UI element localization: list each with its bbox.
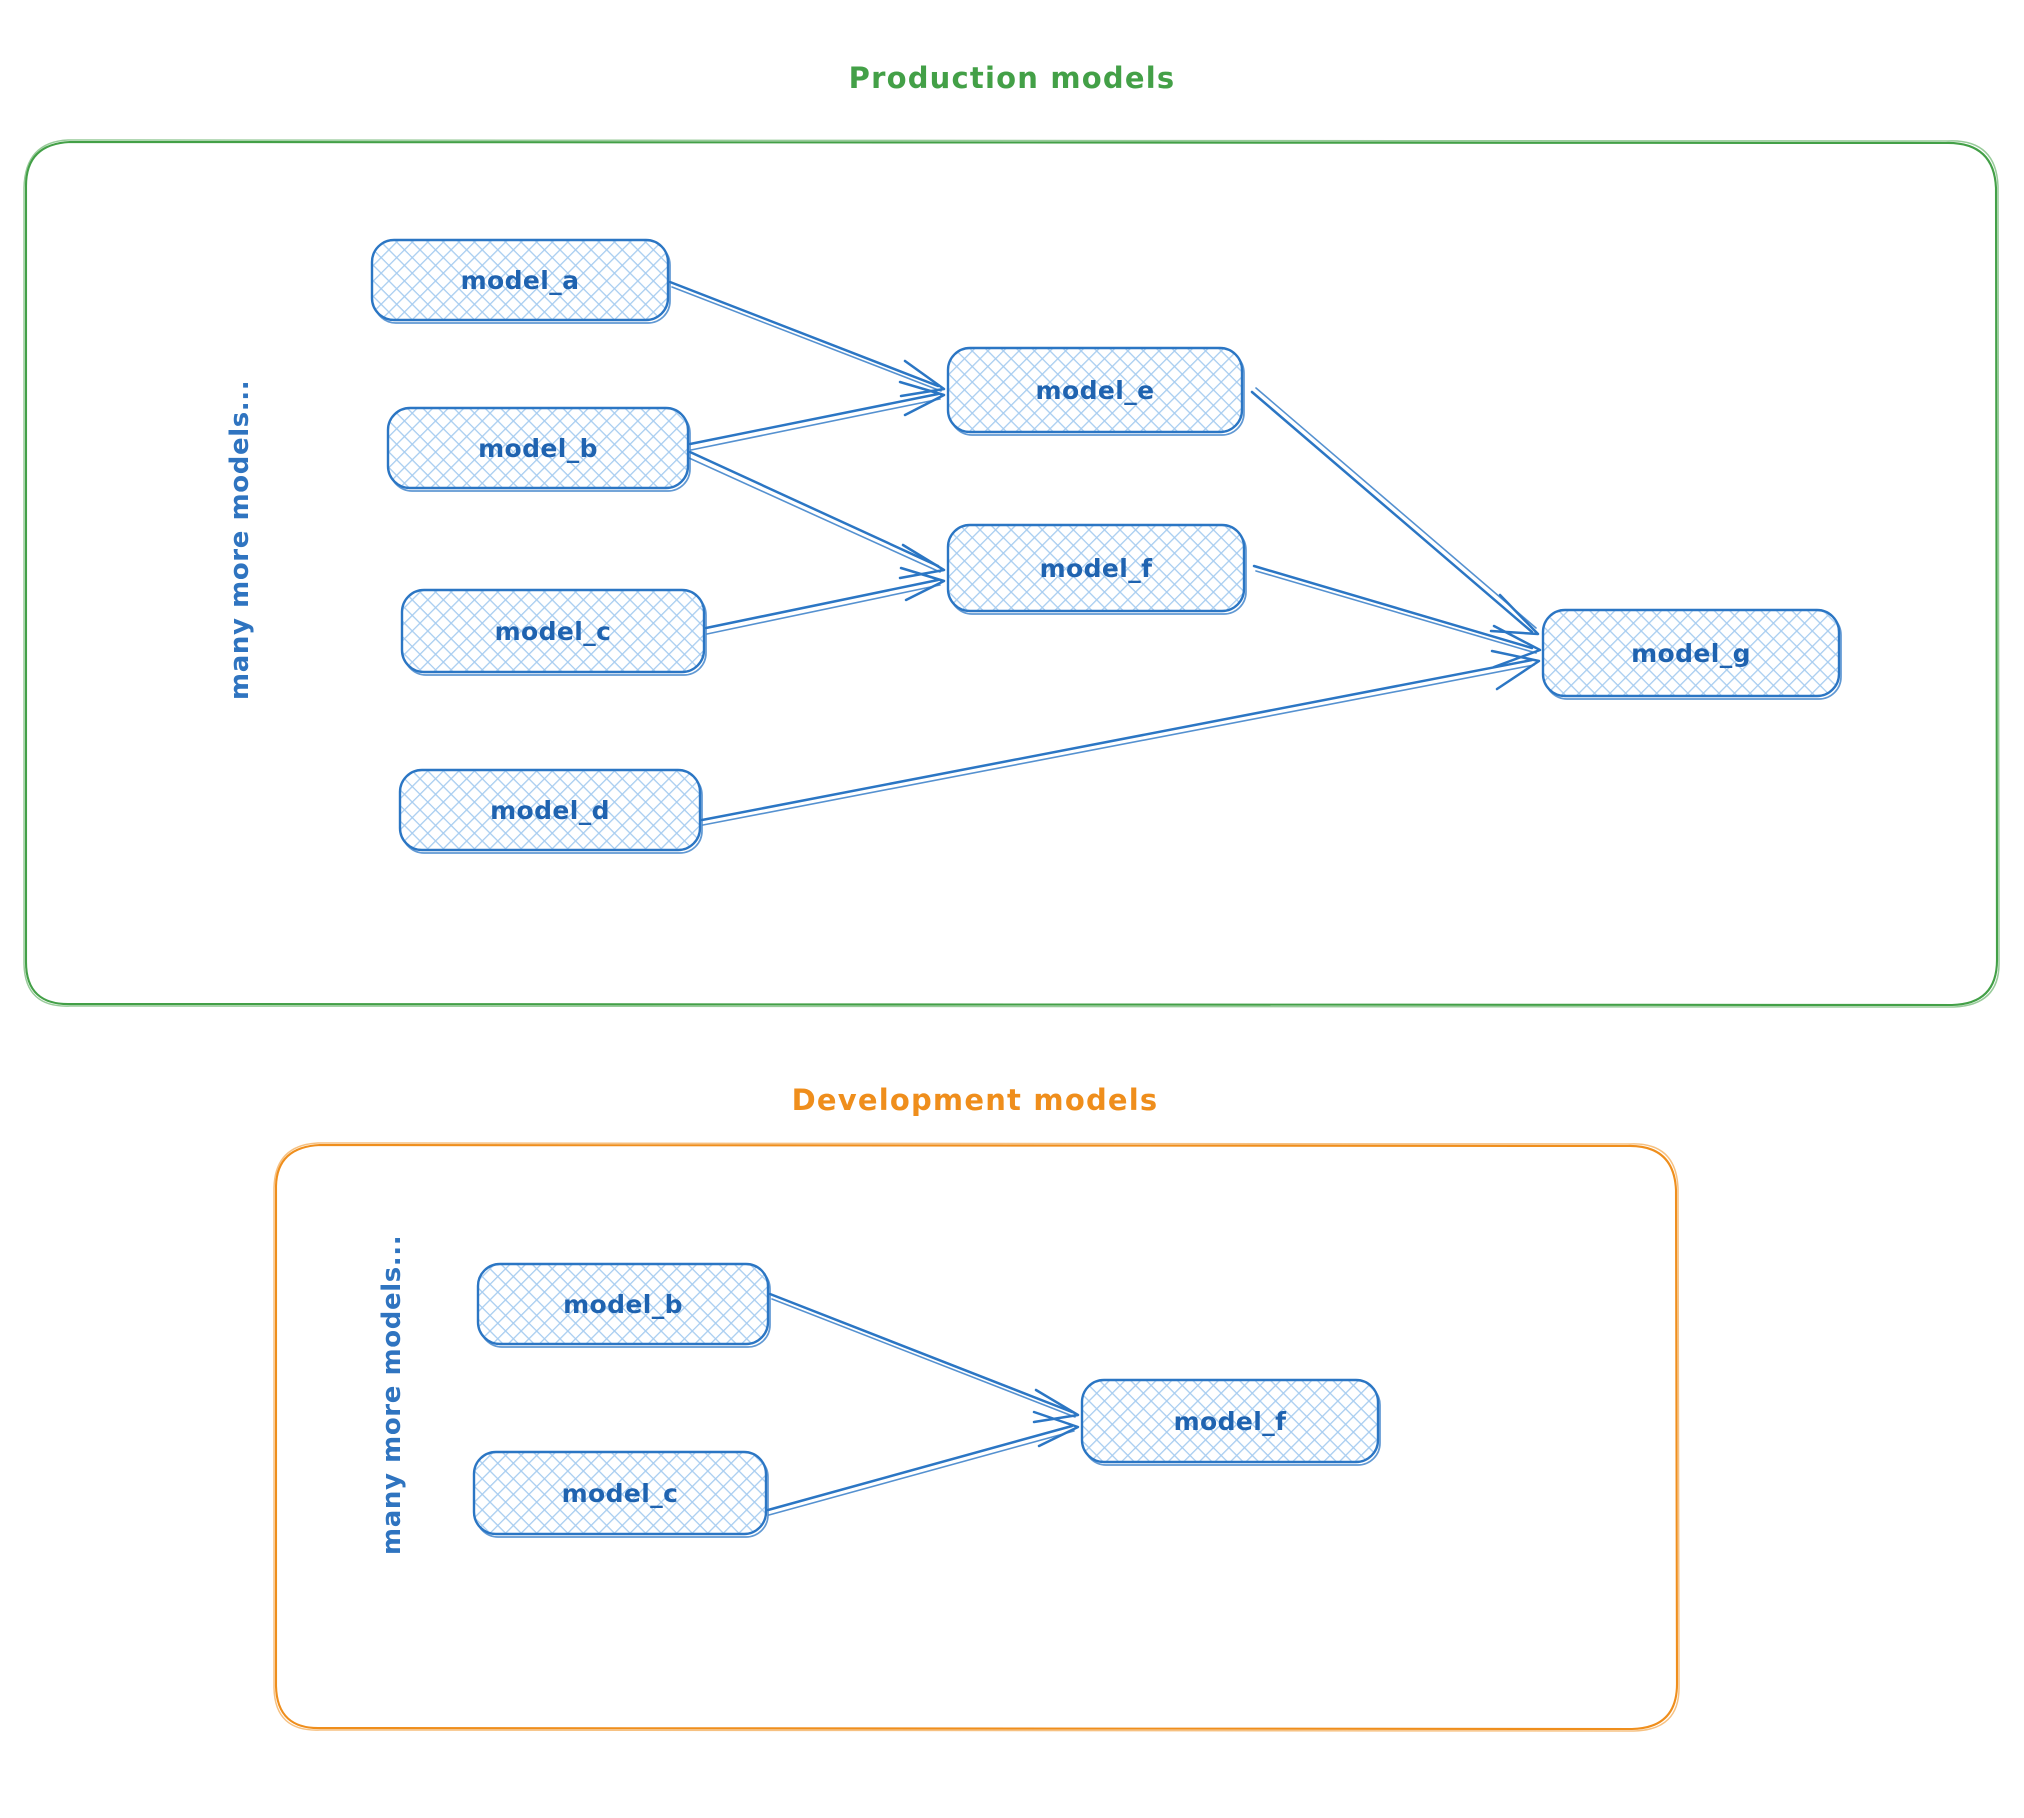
node-model_b[interactable]: model_b <box>386 406 691 492</box>
node-label-model_e: model_e <box>1036 376 1155 405</box>
node-label-dev_model_f: model_f <box>1174 1407 1288 1436</box>
edge-model_f-to-model_g <box>1252 564 1542 669</box>
production-nodes: model_a model_b model_c model_d <box>370 238 1842 854</box>
edge-model_b-to-model_e <box>688 380 946 451</box>
group-development: Development models many more models... <box>273 1083 1680 1732</box>
node-dev_model_b[interactable]: model_b <box>476 1262 771 1348</box>
node-label-model_c: model_c <box>495 617 612 646</box>
group-production: Production models many more models... <box>23 61 2000 1008</box>
node-label-model_a: model_a <box>461 266 580 295</box>
node-model_g[interactable]: model_g <box>1541 608 1842 700</box>
production-side-note: many more models... <box>225 380 255 700</box>
edge-dev_model_b-to-dev_model_f <box>768 1292 1080 1424</box>
production-edges <box>668 280 1542 826</box>
development-group-title: Development models <box>792 1083 1159 1117</box>
edge-dev_model_c-to-dev_model_f <box>766 1410 1080 1516</box>
node-model_f[interactable]: model_f <box>946 523 1247 615</box>
node-model_a[interactable]: model_a <box>370 238 671 324</box>
edge-model_d-to-model_g <box>700 649 1541 826</box>
development-side-note: many more models... <box>377 1235 407 1555</box>
node-label-dev_model_c: model_c <box>562 1479 679 1508</box>
edge-model_b-to-model_f <box>688 450 946 580</box>
node-model_c[interactable]: model_c <box>400 588 707 676</box>
node-model_e[interactable]: model_e <box>946 346 1245 436</box>
development-edges <box>766 1292 1080 1516</box>
edge-model_c-to-model_f <box>704 566 946 635</box>
node-label-model_g: model_g <box>1631 639 1751 668</box>
production-container-outline-ghost <box>23 139 2000 1008</box>
node-model_d[interactable]: model_d <box>398 768 703 854</box>
edge-model_e-to-model_g <box>1250 387 1540 636</box>
development-container-outline <box>274 1143 1679 1731</box>
development-nodes: model_b model_c model_f <box>472 1262 1381 1538</box>
node-label-model_b: model_b <box>478 434 598 463</box>
development-container-outline-ghost <box>273 1142 1680 1732</box>
node-label-dev_model_b: model_b <box>563 1290 683 1319</box>
node-label-model_d: model_d <box>490 796 610 825</box>
edge-model_a-to-model_e <box>668 280 946 398</box>
node-label-model_f: model_f <box>1040 554 1154 583</box>
node-dev_model_c[interactable]: model_c <box>472 1450 769 1538</box>
production-container-outline <box>24 140 1999 1007</box>
production-group-title: Production models <box>849 61 1176 95</box>
node-dev_model_f[interactable]: model_f <box>1080 1378 1381 1466</box>
